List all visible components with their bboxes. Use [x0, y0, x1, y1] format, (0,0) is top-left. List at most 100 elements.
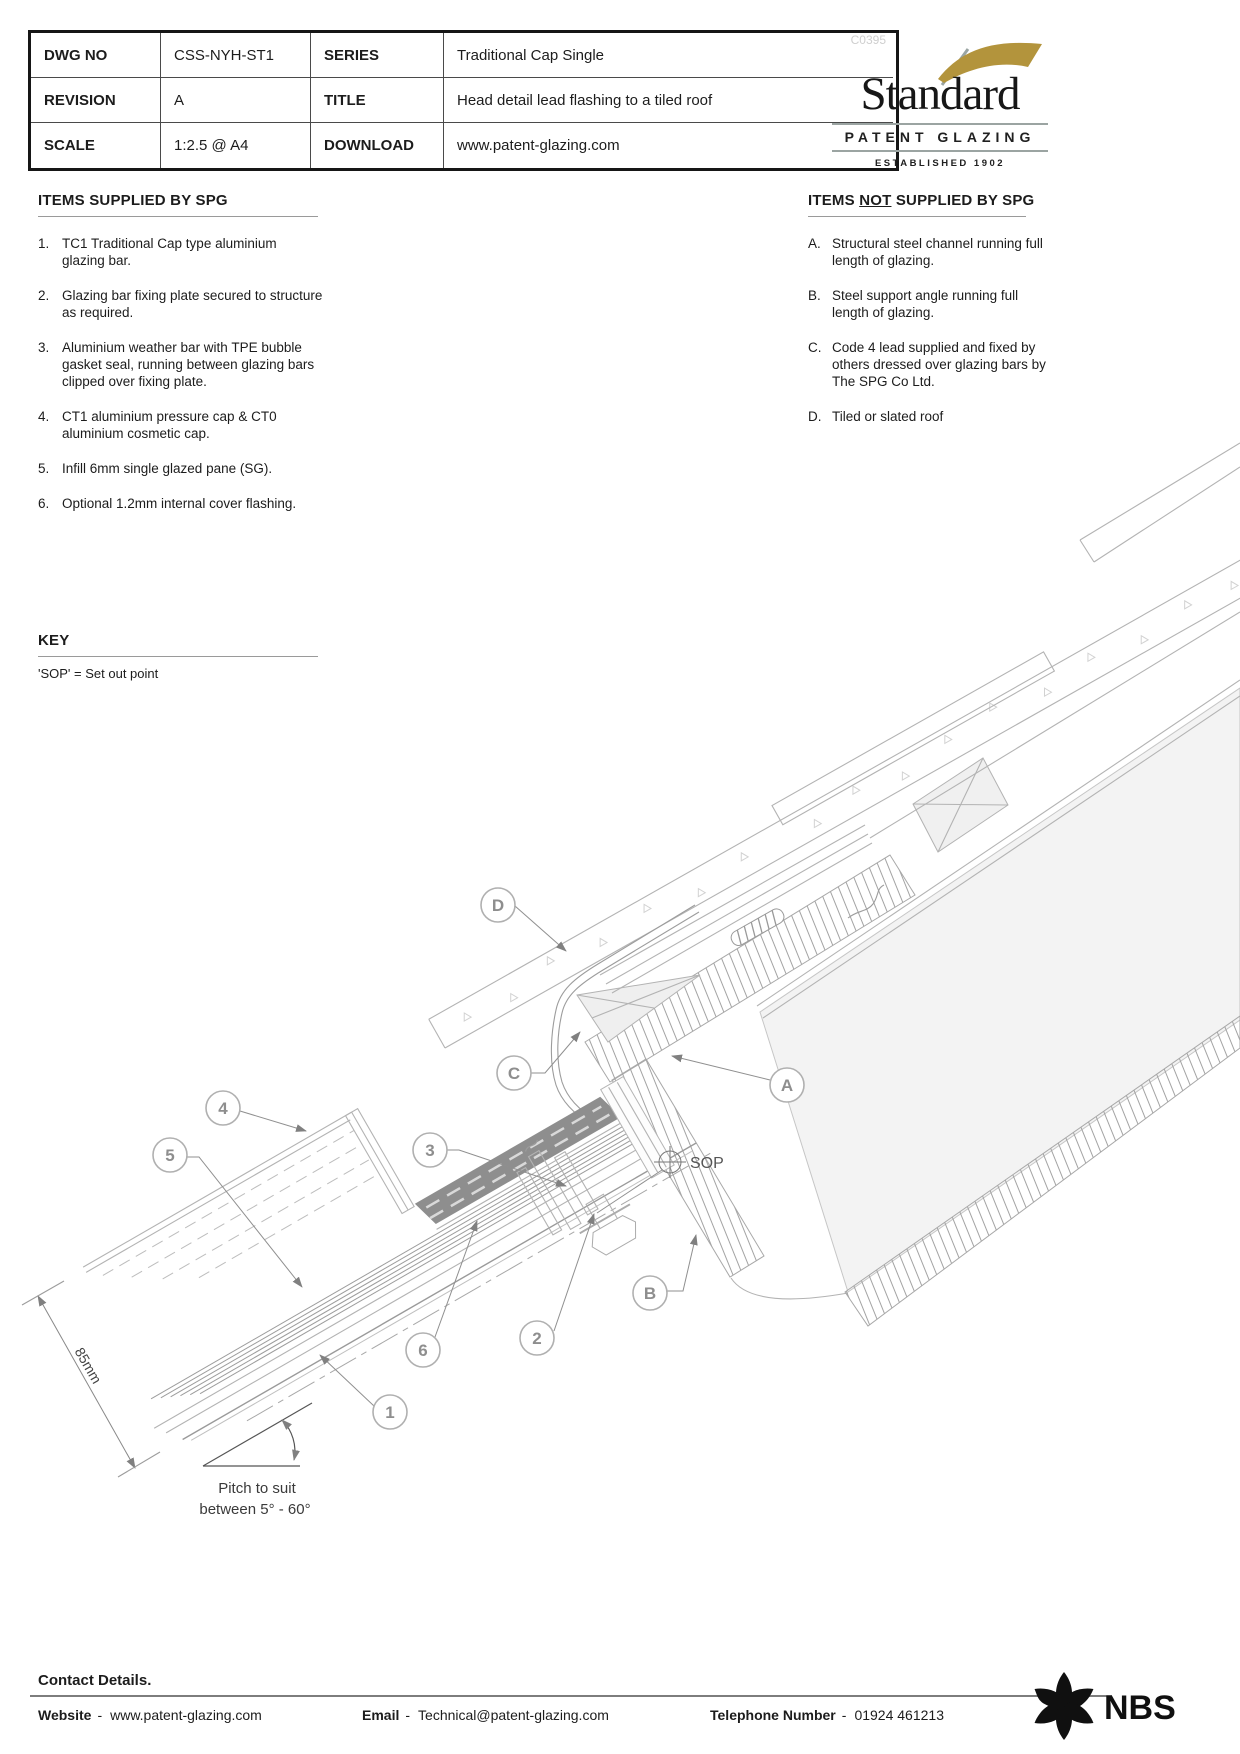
callout-4: 4 [205, 1090, 241, 1126]
logo-flag-icon [938, 42, 1042, 86]
title-block-table: DWG NO CSS-NYH-ST1 SERIES Traditional Ca… [28, 30, 899, 171]
key-section: KEY 'SOP' = Set out point [38, 632, 323, 682]
dash: - [97, 1707, 103, 1723]
list-item: 3. Aluminium weather bar with TPE bubble… [38, 339, 323, 390]
item-text: Steel support angle running full length … [832, 288, 1019, 320]
list-item: 1. TC1 Traditional Cap type aluminium gl… [38, 235, 323, 269]
items-supplied-rule [38, 216, 318, 217]
callout-d-label: D [492, 896, 504, 915]
list-item: A. Structural steel channel running full… [808, 235, 1053, 269]
callout-3-label: 3 [425, 1141, 434, 1160]
callout-3: 3 [412, 1132, 448, 1168]
dash: - [405, 1707, 411, 1723]
list-item: B. Steel support angle running full leng… [808, 287, 1053, 321]
revision-label: REVISION [31, 78, 161, 123]
nbs-text: NBS [1104, 1689, 1176, 1727]
tile-section-box [912, 757, 1009, 853]
lead-welt [847, 884, 885, 919]
telephone-value: 01924 461213 [854, 1707, 944, 1723]
steel-channel-hatch [584, 854, 1240, 1327]
nbs-logo: NBS [1034, 1672, 1176, 1740]
list-item: C. Code 4 lead supplied and fixed by oth… [808, 339, 1053, 390]
callout-c: C [496, 1055, 532, 1091]
heading-post: SUPPLIED BY SPG [891, 192, 1035, 209]
callout-b: B [632, 1275, 668, 1311]
glazing-assembly [82, 1075, 711, 1441]
email-value[interactable]: Technical@patent-glazing.com [418, 1707, 609, 1723]
callout-1-label: 1 [385, 1403, 394, 1422]
key-rule [38, 656, 318, 657]
scale-label: SCALE [31, 123, 161, 168]
list-item: 6. Optional 1.2mm internal cover flashin… [38, 495, 323, 512]
items-not-supplied-section: ITEMS NOT SUPPLIED BY SPG A. Structural … [808, 192, 1053, 443]
callout-c-label: C [508, 1064, 520, 1083]
glazing-bar-base [182, 1142, 697, 1441]
telephone-segment: Telephone Number-01924 461213 [710, 1707, 944, 1723]
callout-d: D [480, 887, 516, 923]
heading-not: NOT [859, 192, 892, 209]
item-letter: A. [808, 236, 821, 251]
head-plate [600, 1075, 675, 1179]
list-item: D. Tiled or slated roof [808, 408, 1053, 425]
fixing-plate-and-bolt [516, 1139, 637, 1256]
pitch-indicator: Pitch to suit between 5° - 60° [199, 1402, 313, 1518]
item-letter: D. [808, 409, 822, 424]
callout-6: 6 [405, 1332, 441, 1368]
item-text: CT1 aluminium pressure cap & CT0 alumini… [62, 409, 277, 441]
website-label: Website [38, 1707, 92, 1723]
key-note: 'SOP' = Set out point [38, 666, 159, 681]
item-text: Structural steel channel running full le… [832, 236, 1043, 268]
contact-details-section: Contact Details. Website-www.patent-glaz… [30, 1672, 1112, 1729]
logo-name: Standard [860, 68, 1020, 120]
hidden-edges [102, 1129, 376, 1280]
callout-a: A [769, 1067, 805, 1103]
item-text: TC1 Traditional Cap type aluminium glazi… [62, 236, 277, 268]
series-value: Traditional Cap Single [444, 33, 893, 78]
heading-pre: ITEMS [808, 192, 860, 209]
nbs-flower-icon [1034, 1672, 1094, 1740]
callout-5: 5 [152, 1137, 188, 1173]
items-supplied-section: ITEMS SUPPLIED BY SPG 1. TC1 Traditional… [38, 192, 323, 530]
item-number: 3. [38, 340, 50, 355]
item-letter: C. [808, 340, 822, 355]
dimension-85mm: 85mm [21, 1280, 161, 1478]
list-item: 4. CT1 aluminium pressure cap & CT0 alum… [38, 408, 323, 442]
timber-wedge [576, 974, 701, 1043]
tiled-roof-band [428, 550, 1240, 1049]
logo-tagline: PATENT GLAZING [844, 129, 1036, 145]
callout-2-label: 2 [532, 1329, 541, 1348]
title-value: Head detail lead flashing to a tiled roo… [444, 78, 893, 123]
pitch-text-line1: Pitch to suit [218, 1480, 296, 1497]
item-number: 1. [38, 236, 50, 251]
item-text: Glazing bar fixing plate secured to stru… [62, 288, 323, 320]
dwg-no-label: DWG NO [31, 33, 161, 78]
lead-flashing [550, 611, 1240, 1125]
reference-code: C0395 [850, 33, 886, 47]
item-number: 2. [38, 288, 50, 303]
items-not-supplied-heading: ITEMS NOT SUPPLIED BY SPG [808, 192, 1053, 209]
company-logo: Standard PATENT GLAZING ESTABLISHED 1902 [830, 42, 1050, 169]
logo-rule-top [832, 123, 1048, 125]
callout-2: 2 [519, 1320, 555, 1356]
scale-value: 1:2.5 @ A4 [161, 123, 311, 168]
item-number: 4. [38, 409, 50, 424]
callout-1: 1 [372, 1394, 408, 1430]
email-label: Email [362, 1707, 400, 1723]
contact-heading: Contact Details. [38, 1672, 152, 1689]
sop-marker: SOP [596, 1146, 724, 1214]
contact-rule [30, 1695, 1112, 1697]
telephone-label: Telephone Number [710, 1707, 836, 1723]
revision-value: A [161, 78, 311, 123]
centre-line [246, 1152, 711, 1422]
website-value[interactable]: www.patent-glazing.com [110, 1707, 262, 1723]
item-text: Tiled or slated roof [832, 409, 944, 424]
dwg-no-value: CSS-NYH-ST1 [161, 33, 311, 78]
bolt-nut [591, 1214, 637, 1256]
upper-tile-course [1079, 442, 1240, 563]
support-angle-hatch [844, 1015, 1240, 1327]
logo-rule-bottom [832, 150, 1048, 152]
download-value[interactable]: www.patent-glazing.com [457, 137, 620, 154]
items-supplied-heading: ITEMS SUPPLIED BY SPG [38, 192, 228, 209]
item-letter: B. [808, 288, 821, 303]
